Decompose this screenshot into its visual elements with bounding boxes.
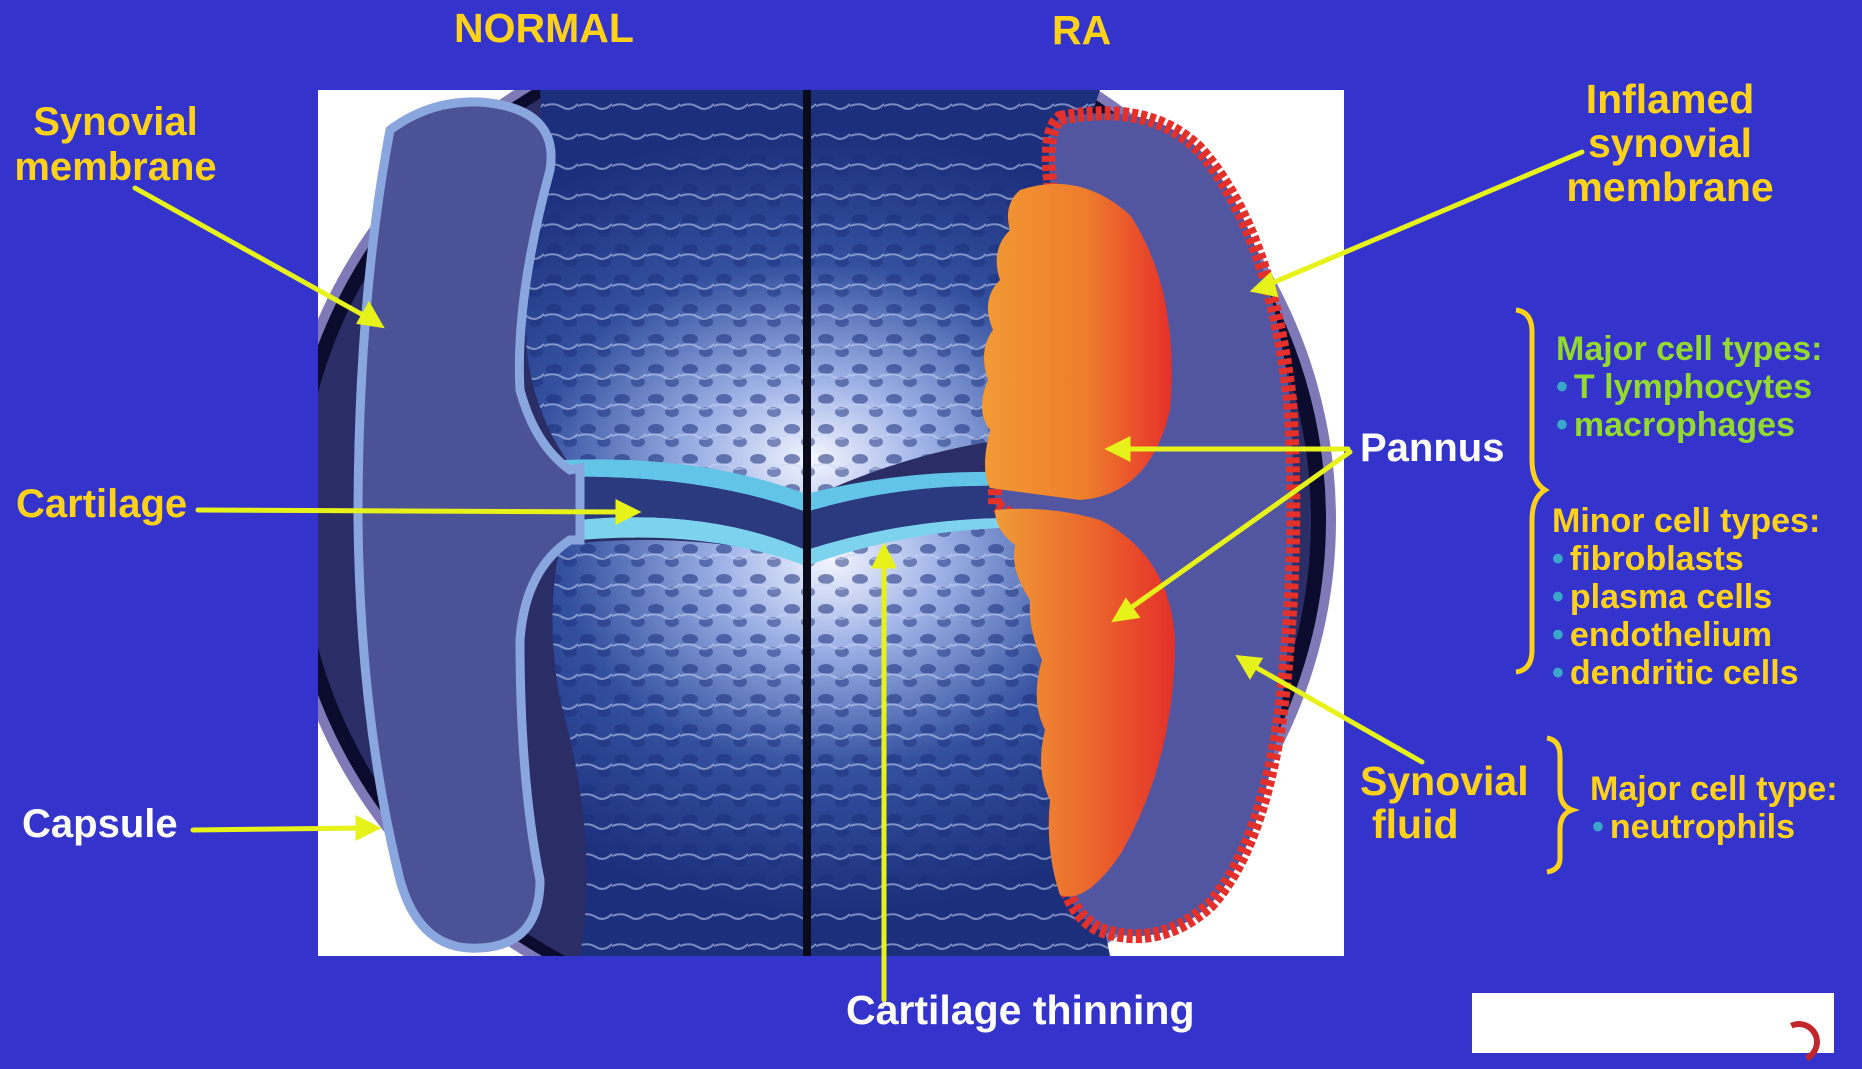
label-pannus: Pannus (1360, 426, 1504, 471)
arrow-cartilage (198, 510, 625, 512)
pannus-minor-title: Minor cell types: (1552, 502, 1820, 540)
midline-divider (803, 90, 811, 956)
label-capsule: Capsule (22, 802, 178, 847)
list-item: •fibroblasts (1552, 540, 1820, 578)
fluid-major-cells: Major cell type: •neutrophils (1590, 770, 1838, 846)
list-item: •T lymphocytes (1556, 368, 1822, 406)
label-synovial-membrane: Synovial membrane (8, 100, 223, 190)
list-item: •macrophages (1556, 406, 1822, 444)
fluid-bracket (1547, 738, 1572, 872)
label-inflamed-synovial-membrane: Inflamed synovial membrane (1540, 78, 1800, 210)
pannus-major-cells: Major cell types: •T lymphocytes •macrop… (1556, 330, 1822, 444)
pannus-major-title: Major cell types: (1556, 330, 1822, 368)
list-item: •dendritic cells (1552, 654, 1820, 692)
label-cartilage-thinning: Cartilage thinning (846, 988, 1195, 1034)
header-ra: RA (1052, 8, 1111, 54)
logo-mark-icon (1772, 1015, 1826, 1069)
header-normal: NORMAL (454, 6, 634, 52)
logo (1472, 993, 1834, 1053)
pannus-minor-cells: Minor cell types: •fibroblasts •plasma c… (1552, 502, 1820, 692)
label-cartilage: Cartilage (16, 482, 187, 527)
arrow-capsule (193, 828, 365, 830)
label-synovial-fluid: Synovial fluid (1360, 760, 1529, 846)
list-item: •neutrophils (1590, 808, 1838, 846)
fluid-major-title: Major cell type: (1590, 770, 1838, 808)
list-item: •endothelium (1552, 616, 1820, 654)
pannus-bracket (1516, 310, 1545, 672)
list-item: •plasma cells (1552, 578, 1820, 616)
